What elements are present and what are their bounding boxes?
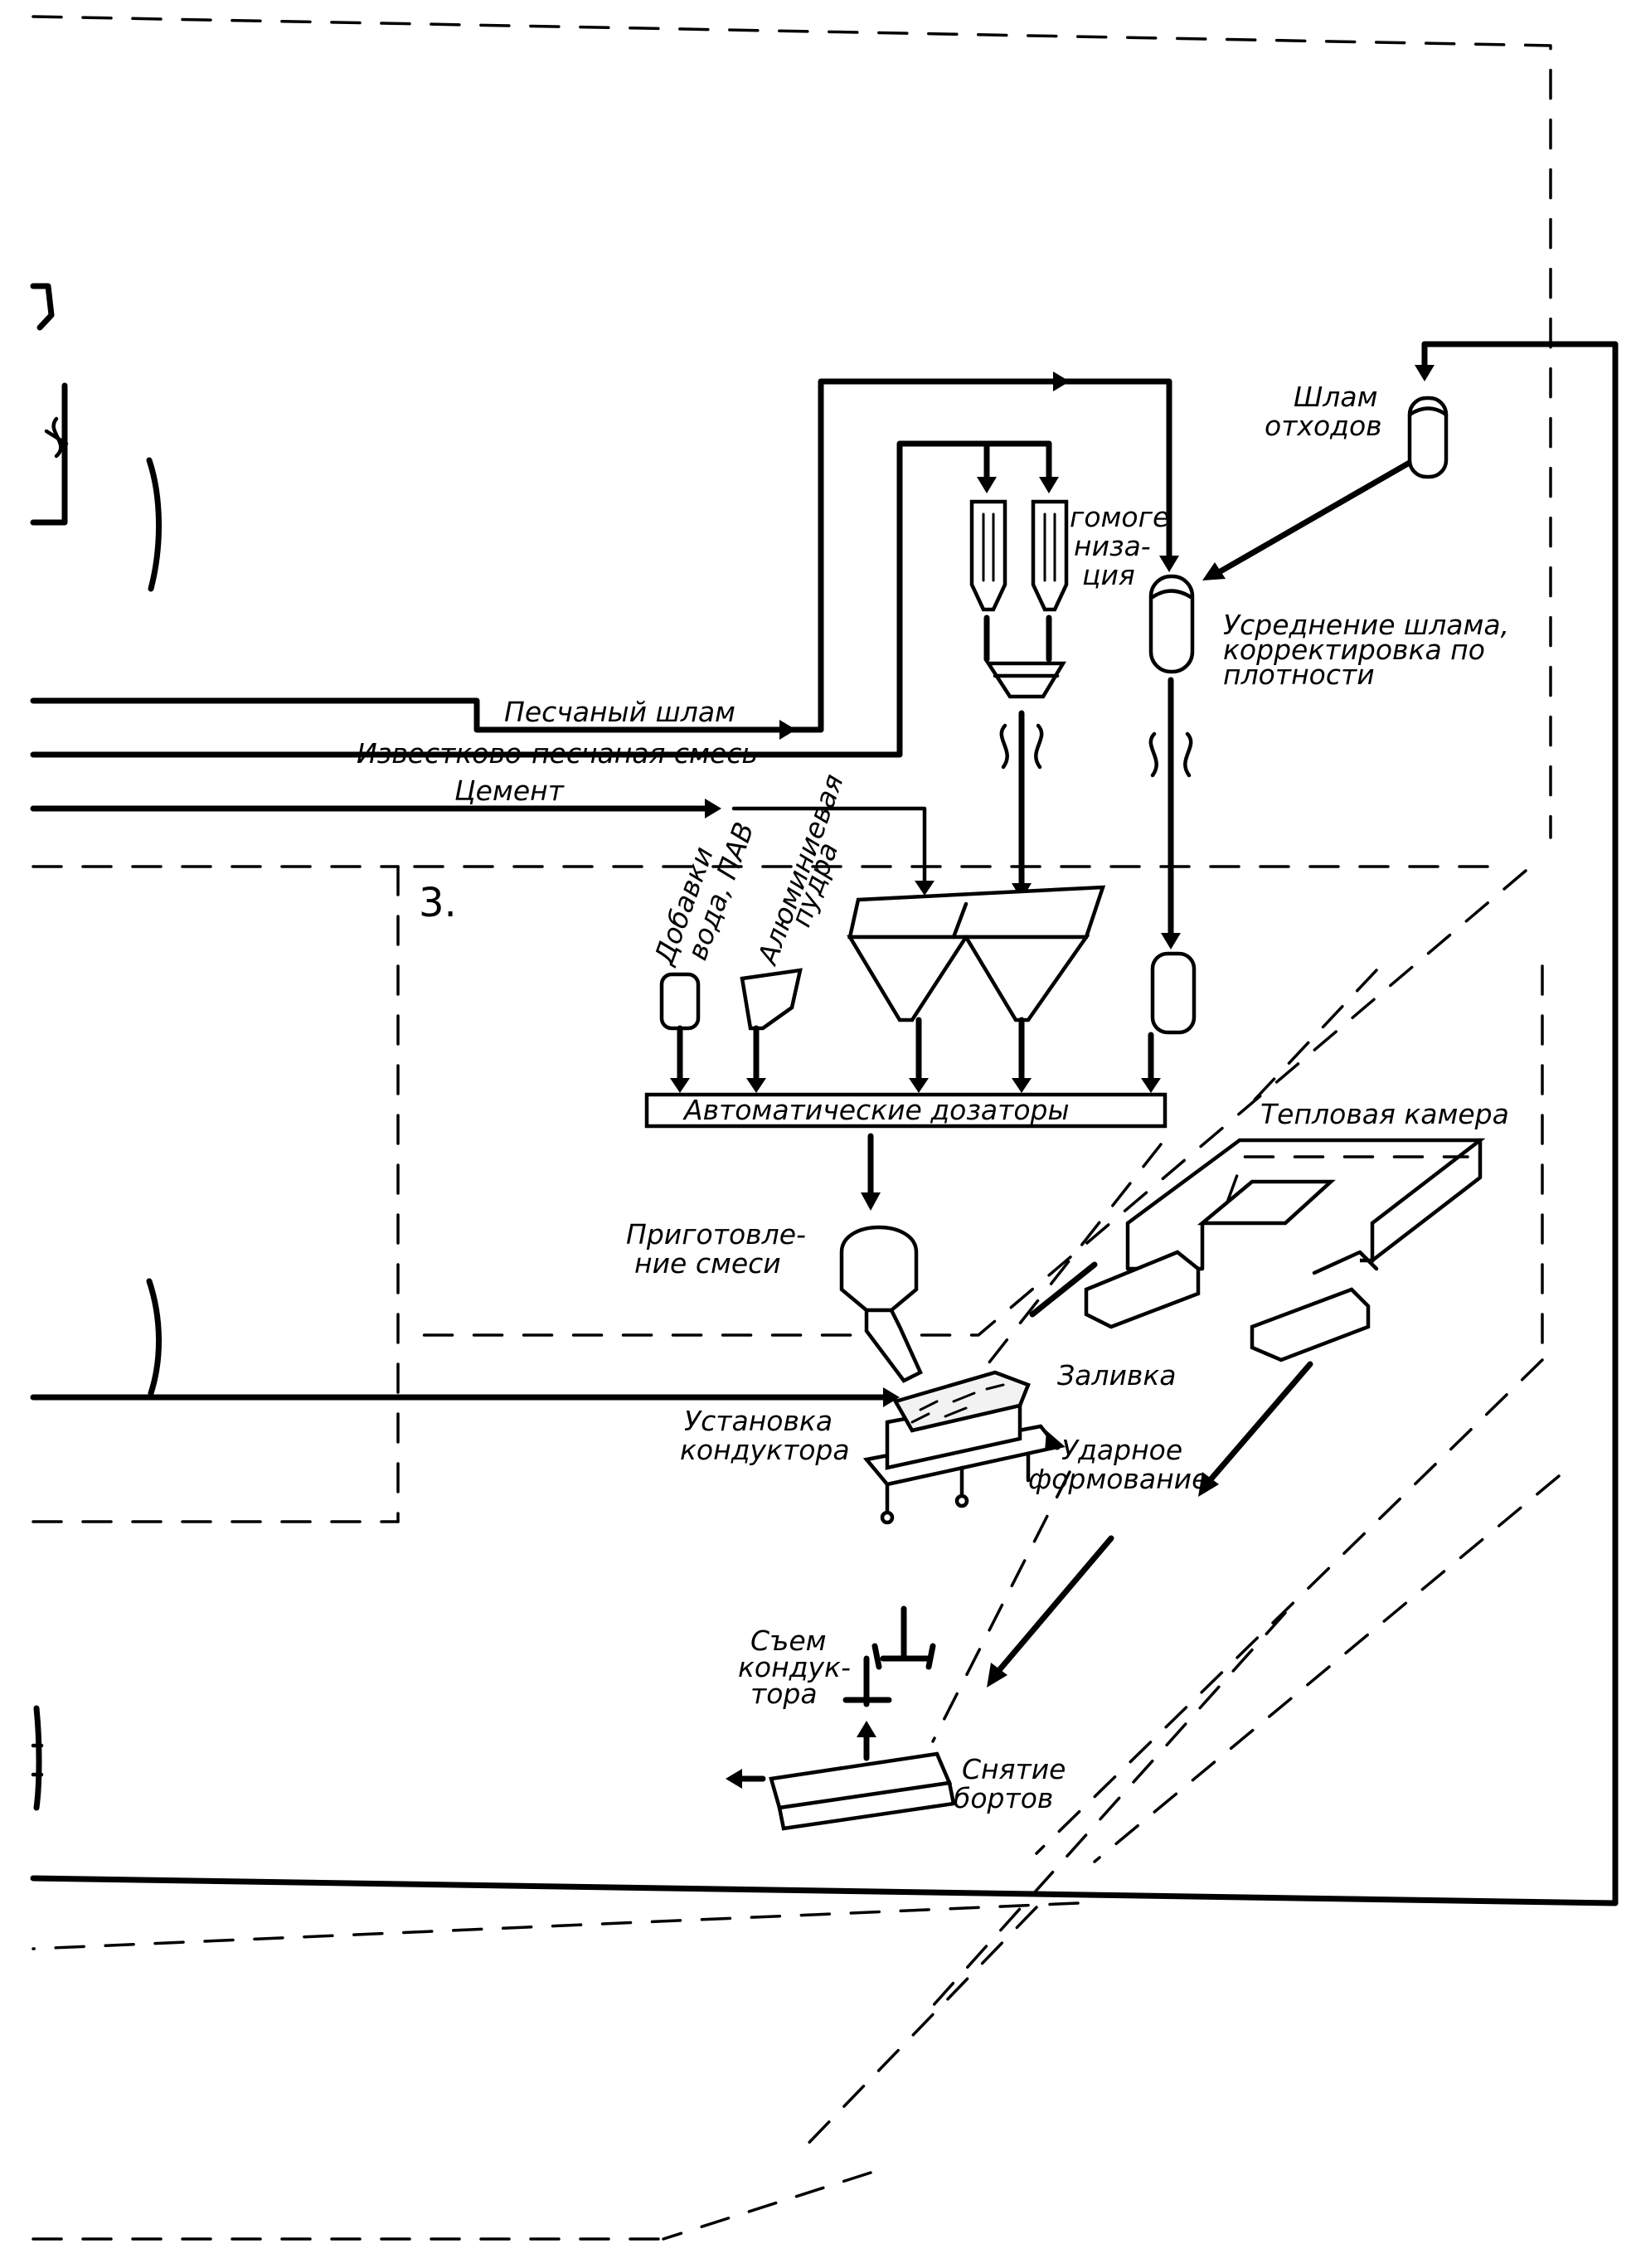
section-number: 3. [419,880,457,926]
label-averaging-2: корректировка по [1223,634,1485,666]
additive-tank [659,972,701,1093]
averaging-tank [1148,574,1195,674]
label-sand-slurry: Песчаный шлам [504,696,735,728]
homogenization-silos [969,499,1069,699]
flow-lines [30,341,1619,1906]
label-averaging-1: Усреднение шлама, [1223,609,1509,641]
label-mix-prep-1: Приготовле- [626,1218,806,1251]
aluminum-powder-tank [740,968,803,1093]
label-cement: Цемент [454,775,566,807]
label-impact-forming-1: Ударное [1061,1434,1182,1466]
label-lime-sand-mix: Известково-песчаная смесь [357,737,758,770]
automatic-dosers [644,1092,1168,1129]
label-heat-chamber: Тепловая камера [1260,1098,1509,1130]
labels: Песчаный шлам Известково-песчаная смесь … [357,381,1509,1814]
label-jig-install-2: кондуктора [680,1434,850,1466]
mixer [839,1225,923,1383]
waste-slurry-tank [1407,396,1449,479]
label-pouring: Заливка [1057,1359,1177,1391]
left-edge-fragments [30,283,162,1811]
label-averaging-3: плотности [1223,658,1375,691]
small-slurry-tank [1141,951,1197,1093]
cement-hoppers [847,885,1106,1093]
label-jig-install-1: Установка [684,1405,833,1437]
label-impact-forming-2: формование [1028,1463,1208,1495]
label-side-removal-1: Снятие [962,1753,1066,1785]
label-homogenization-2: низа- [1074,530,1151,562]
label-jig-removal-3: тора [750,1678,818,1710]
label-homogenization-1: гомоге [1070,501,1169,533]
demoulding-station [726,1605,956,1831]
stirrer-symbols [999,723,1193,778]
label-side-removal-2: бортов [954,1782,1053,1814]
label-homogenization-3: ция [1082,559,1135,591]
outer-dashed-frame [32,15,1552,2241]
forming-table [862,1370,1061,1525]
label-jig-removal-1: Съем [750,1625,827,1657]
label-mix-prep-2: ние смеси [634,1247,781,1280]
section-3-zone [32,865,1561,2241]
label-jig-removal-2: кондук- [738,1651,851,1683]
heat-chamber [1084,1138,1486,1362]
operation-arrows [987,1261,1313,1688]
label-waste-slurry-1: Шлам [1294,381,1378,413]
label-waste-slurry-2: отходов [1265,410,1382,442]
label-auto-dosers: Автоматические дозаторы [682,1094,1070,1126]
